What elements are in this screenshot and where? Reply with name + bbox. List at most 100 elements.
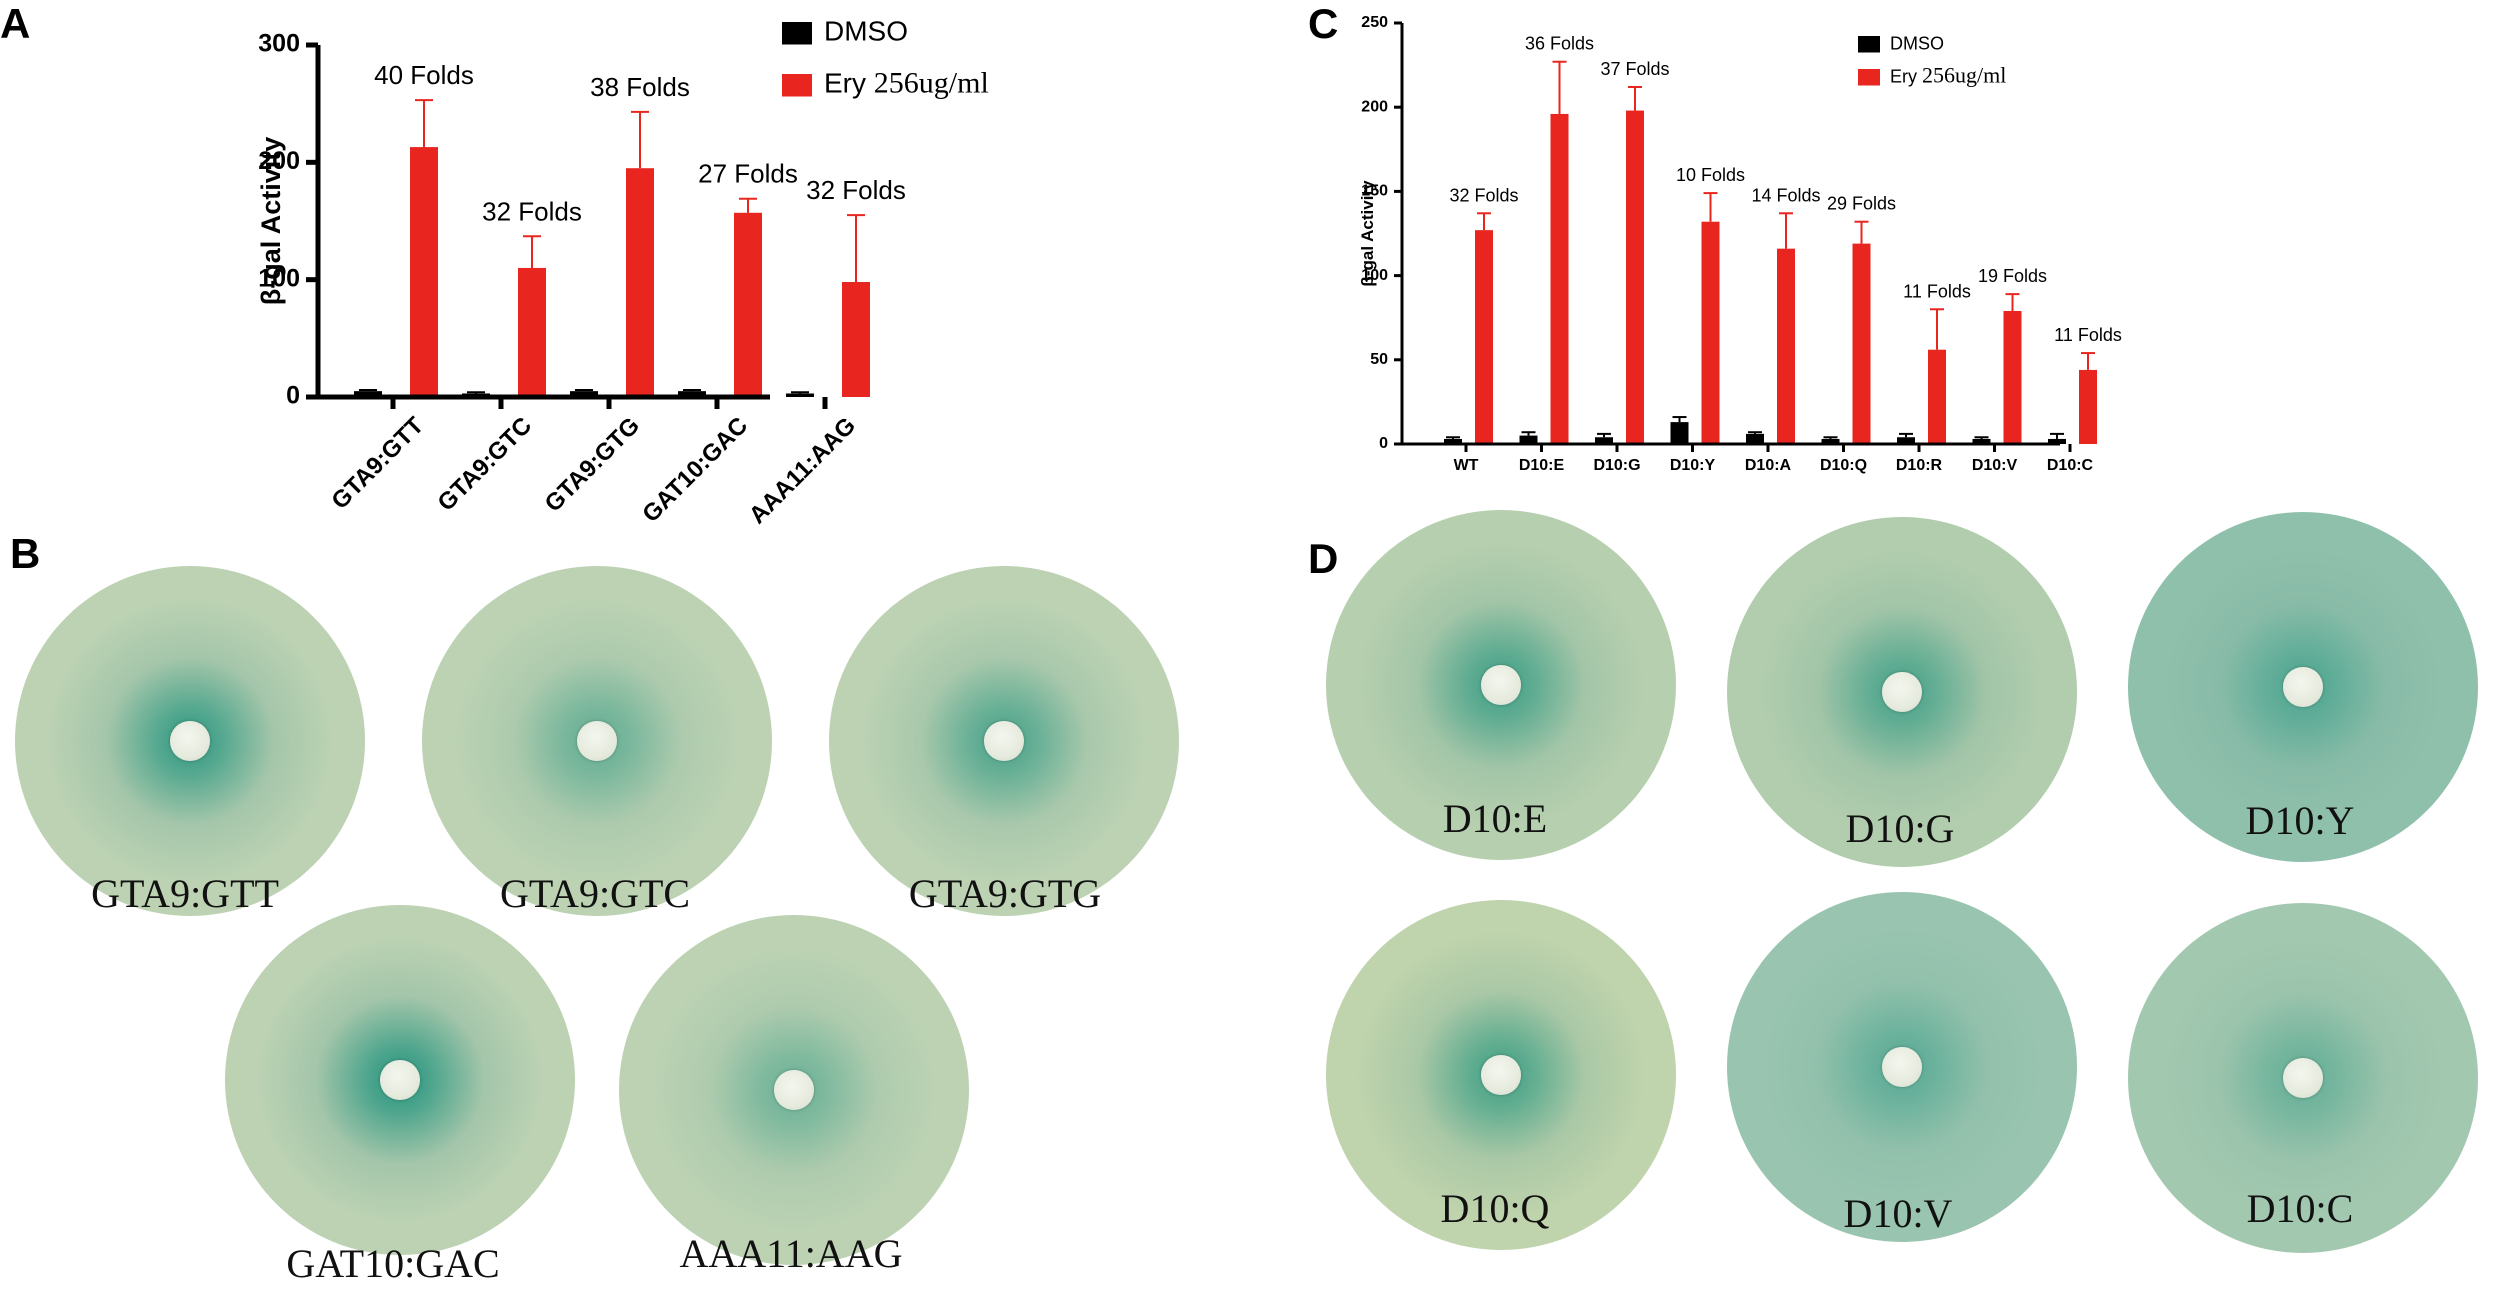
legend-label-dmso: DMSO (1890, 34, 1944, 54)
y-axis-label: β-gal Activity (1358, 180, 1377, 287)
fold-annotation: 36 Folds (1525, 34, 1594, 54)
x-tick-label: D10:E (1519, 457, 1565, 474)
bar-dmso (2048, 438, 2066, 444)
y-tick-label: 0 (1379, 435, 1388, 452)
fold-annotation: 32 Folds (1449, 185, 1518, 205)
fold-annotation: 29 Folds (1827, 194, 1896, 214)
plate-label: D10:G (1845, 806, 1955, 851)
bar-dmso (678, 391, 706, 397)
bar-dmso (570, 391, 598, 397)
x-tick-label: D10:G (1593, 457, 1640, 474)
plate-label: GTA9:GTT (91, 871, 279, 916)
y-tick-label: 100 (1361, 267, 1388, 284)
fold-annotation: 32 Folds (806, 175, 906, 205)
x-tick-label: AAA11:AAG (744, 412, 861, 529)
x-tick-label: GAT10:GAC (637, 412, 753, 528)
agar-plate (409, 553, 785, 929)
antibiotic-disk (774, 1070, 814, 1110)
plate-label: D10:E (1442, 796, 1548, 841)
panel-c-letter: C (1308, 0, 1339, 47)
y-tick-label: 0 (286, 382, 300, 410)
x-tick-label: D10:V (1972, 457, 2018, 474)
plate-label: AAA11:AAG (679, 1231, 903, 1276)
y-tick-label: 250 (1361, 14, 1388, 31)
x-tick-label: GTA9:GTC (433, 412, 538, 517)
bar-dmso (1821, 438, 1840, 444)
bar-dmso (1519, 435, 1538, 444)
y-tick-label: 200 (1361, 98, 1388, 115)
antibiotic-disk (1882, 672, 1922, 712)
y-axis-label: β-gal Activity (256, 137, 286, 306)
bar-dmso (1972, 438, 1991, 444)
bar-ery (626, 168, 654, 397)
bar-ery (1550, 113, 1569, 444)
y-tick-label: 200 (258, 147, 300, 175)
plate-label: GTA9:GTC (499, 871, 691, 916)
bar-dmso (1897, 437, 1915, 444)
plate-label: D10:Q (1440, 1186, 1550, 1231)
bar-ery (734, 212, 762, 397)
legend-swatch-dmso (782, 22, 812, 45)
x-tick-label: WT (1454, 457, 1479, 474)
x-tick-label: D10:Q (1820, 457, 1867, 474)
bar-dmso (786, 393, 814, 397)
antibiotic-disk (170, 721, 210, 761)
panel-b-letter: B (10, 530, 41, 577)
x-tick-label: D10:A (1745, 457, 1792, 474)
agar-plate (212, 892, 588, 1268)
bar-ery (1928, 349, 1946, 444)
y-tick-label: 300 (258, 30, 300, 58)
bar-ery (1852, 243, 1871, 444)
agar-plate (2115, 890, 2491, 1266)
bar-ery (1701, 221, 1720, 444)
fold-annotation: 11 Folds (2054, 325, 2122, 345)
bar-dmso (1595, 437, 1613, 444)
legend-label-ery: Ery 256ug/ml (1890, 63, 2006, 88)
bar-ery (2079, 369, 2097, 444)
bar-ery (1777, 248, 1795, 444)
fold-annotation: 11 Folds (1903, 281, 1971, 301)
plate-label: GAT10:GAC (286, 1241, 500, 1286)
y-tick-label: 100 (258, 264, 300, 292)
bar-ery (2003, 310, 2022, 444)
fold-annotation: 37 Folds (1600, 59, 1669, 79)
agar-plate (1714, 879, 2090, 1255)
legend-swatch-ery (782, 74, 812, 97)
legend-label-dmso: DMSO (824, 16, 908, 47)
antibiotic-disk (380, 1060, 420, 1100)
plate-label: D10:C (2246, 1186, 2354, 1231)
antibiotic-disk (1481, 665, 1521, 705)
bar-dmso (1746, 433, 1764, 444)
fold-annotation: 10 Folds (1676, 165, 1745, 185)
panel-d-letter: D (1308, 535, 1339, 582)
bar-ery (842, 282, 870, 397)
bar-ery (1475, 230, 1493, 444)
antibiotic-disk (577, 721, 617, 761)
agar-plate (2, 553, 378, 929)
plate-label: GTA9:GTG (908, 871, 1102, 916)
plate-label: D10:V (1843, 1191, 1953, 1236)
agar-plate (1714, 504, 2090, 880)
x-tick-label: D10:Y (1670, 457, 1716, 474)
x-tick-label: GTA9:GTG (540, 412, 646, 518)
agar-plate (1313, 497, 1689, 873)
agar-plate (1313, 887, 1689, 1263)
antibiotic-disk (2283, 667, 2323, 707)
x-tick-label: D10:C (2047, 457, 2094, 474)
fold-annotation: 19 Folds (1978, 266, 2047, 286)
legend-label-ery: Ery 256ug/ml (824, 67, 989, 100)
panel-a-letter: A (0, 0, 31, 47)
bar-ery (410, 147, 438, 397)
y-tick-label: 150 (1361, 183, 1388, 200)
legend-swatch-ery (1858, 69, 1880, 86)
antibiotic-disk (984, 721, 1024, 761)
y-tick-label: 50 (1370, 351, 1388, 368)
fold-annotation: 14 Folds (1751, 185, 1820, 205)
plate-label: D10:Y (2245, 798, 2355, 843)
fold-annotation: 40 Folds (374, 60, 474, 90)
fold-annotation: 27 Folds (698, 159, 798, 189)
bar-ery (1626, 110, 1644, 445)
bar-dmso (1444, 438, 1462, 444)
fold-annotation: 32 Folds (482, 196, 582, 226)
